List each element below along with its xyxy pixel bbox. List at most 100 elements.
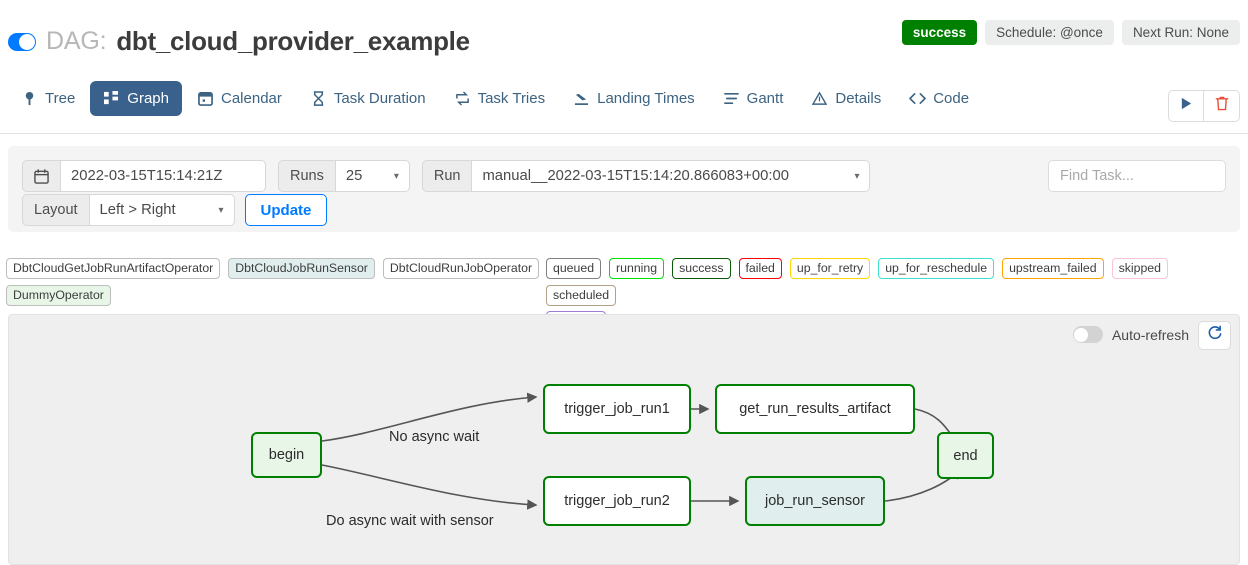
filter-bar: 2022-03-15T15:14:21Z Runs 25 ▾ Run manua… bbox=[8, 146, 1240, 232]
tab-label: Graph bbox=[127, 90, 169, 107]
legend-status-upstream-failed[interactable]: upstream_failed bbox=[1002, 258, 1104, 280]
legend-status-up-for-retry[interactable]: up_for_retry bbox=[789, 258, 871, 280]
hourglass-icon bbox=[310, 90, 327, 107]
status-badge: success bbox=[901, 20, 978, 45]
legend: DbtCloudGetJobRunArtifactOperator DbtClo… bbox=[0, 256, 1248, 333]
legend-status-up-for-reschedule[interactable]: up_for_reschedule bbox=[878, 258, 995, 280]
layout-select[interactable]: Left > Right ▾ bbox=[89, 194, 235, 226]
filter-row-primary: 2022-03-15T15:14:21Z Runs 25 ▾ Run manua… bbox=[22, 160, 871, 192]
tab-label: Gantt bbox=[746, 90, 784, 107]
tab-label: Task Duration bbox=[333, 90, 426, 107]
tab-task-tries[interactable]: Task Tries bbox=[441, 81, 559, 116]
calendar-icon bbox=[197, 90, 214, 107]
legend-status-success[interactable]: success bbox=[672, 258, 731, 280]
calendar-icon[interactable] bbox=[22, 160, 61, 192]
page-title: DAG: dbt_cloud_provider_example bbox=[8, 26, 470, 57]
tab-label: Details bbox=[835, 90, 882, 107]
refresh-icon bbox=[1207, 325, 1223, 346]
legend-operator-chip[interactable]: DbtCloudRunJobOperator bbox=[382, 258, 540, 280]
legend-status-scheduled[interactable]: scheduled bbox=[546, 285, 617, 307]
layout-group: Layout Left > Right ▾ bbox=[22, 194, 235, 226]
view-tabbar: Tree Graph Calendar Task Duration bbox=[0, 76, 1248, 134]
search-input[interactable]: Find Task... bbox=[1048, 160, 1226, 192]
chevron-down-icon: ▾ bbox=[393, 170, 399, 182]
edge-label-do-async-wait-with-sensor: Do async wait with sensor bbox=[326, 513, 494, 529]
graph-node-trigger-job-run1[interactable]: trigger_job_run1 bbox=[543, 384, 691, 434]
node-label: trigger_job_run1 bbox=[564, 401, 670, 417]
auto-refresh-label: Auto-refresh bbox=[1111, 326, 1189, 343]
base-date-group: 2022-03-15T15:14:21Z bbox=[22, 160, 266, 192]
tab-label: Landing Times bbox=[597, 90, 695, 107]
tab-calendar[interactable]: Calendar bbox=[184, 81, 295, 116]
edge-label-no-async-wait: No async wait bbox=[389, 429, 480, 445]
schedule-badge: Schedule: @once bbox=[985, 20, 1114, 45]
base-date-input[interactable]: 2022-03-15T15:14:21Z bbox=[61, 160, 266, 192]
graph-canvas[interactable]: Auto-refresh bbox=[8, 314, 1240, 565]
tab-landing-times[interactable]: Landing Times bbox=[560, 81, 708, 116]
next-run-badge: Next Run: None bbox=[1121, 20, 1240, 45]
graph-node-job-run-sensor[interactable]: job_run_sensor bbox=[745, 476, 885, 526]
delete-dag-button[interactable] bbox=[1204, 90, 1240, 122]
run-label: Run bbox=[421, 160, 473, 192]
graph-node-end[interactable]: end bbox=[937, 432, 994, 479]
landing-icon bbox=[573, 90, 590, 107]
node-label: end bbox=[953, 447, 978, 464]
legend-status-running[interactable]: running bbox=[609, 258, 665, 280]
layout-label: Layout bbox=[22, 194, 90, 226]
graph-node-get-run-results-artifact[interactable]: get_run_results_artifact bbox=[715, 384, 915, 434]
dag-name: dbt_cloud_provider_example bbox=[116, 26, 470, 56]
tab-label: Task Tries bbox=[477, 90, 546, 107]
legend-operator-chip[interactable]: DummyOperator bbox=[6, 285, 111, 307]
code-icon bbox=[909, 90, 927, 107]
graph-edges bbox=[321, 392, 962, 510]
node-label: job_run_sensor bbox=[765, 493, 865, 509]
tab-details[interactable]: Details bbox=[798, 81, 894, 116]
tab-graph[interactable]: Graph bbox=[90, 81, 182, 116]
tab-label: Code bbox=[933, 90, 970, 107]
trigger-dag-button[interactable] bbox=[1168, 90, 1204, 122]
legend-operator-chip[interactable]: DbtCloudJobRunSensor bbox=[228, 258, 375, 280]
auto-refresh-control: Auto-refresh bbox=[1072, 326, 1189, 343]
refresh-button[interactable] bbox=[1198, 321, 1231, 350]
trash-icon bbox=[1215, 96, 1229, 116]
filter-row-layout: Layout Left > Right ▾ Update bbox=[22, 194, 328, 226]
chevron-down-icon: ▾ bbox=[854, 170, 860, 182]
legend-status-failed[interactable]: failed bbox=[738, 258, 782, 280]
runs-group: Runs 25 ▾ bbox=[278, 160, 410, 192]
tab-label: Tree bbox=[45, 90, 76, 107]
tab-task-duration[interactable]: Task Duration bbox=[297, 81, 439, 116]
tree-icon bbox=[21, 90, 38, 107]
run-select[interactable]: manual__2022-03-15T15:14:20.866083+00:00… bbox=[472, 160, 871, 192]
runs-value: 25 bbox=[345, 168, 363, 184]
graph-icon bbox=[103, 90, 120, 107]
play-icon bbox=[1180, 97, 1193, 115]
tab-code[interactable]: Code bbox=[896, 81, 982, 116]
node-label: begin bbox=[268, 447, 305, 463]
tab-gantt[interactable]: Gantt bbox=[710, 81, 797, 116]
legend-status-skipped[interactable]: skipped bbox=[1111, 258, 1168, 280]
runs-label: Runs bbox=[278, 160, 336, 192]
dag-pause-toggle[interactable] bbox=[8, 32, 36, 51]
update-button[interactable]: Update bbox=[244, 194, 328, 226]
dag-action-buttons bbox=[1168, 90, 1240, 122]
dag-prefix-label: DAG: bbox=[46, 27, 107, 55]
graph-node-begin[interactable]: begin bbox=[251, 432, 322, 478]
chevron-down-icon: ▾ bbox=[218, 204, 224, 216]
tab-label: Calendar bbox=[221, 90, 282, 107]
legend-operator-chip[interactable]: DbtCloudGetJobRunArtifactOperator bbox=[6, 258, 221, 280]
auto-refresh-toggle[interactable] bbox=[1072, 326, 1103, 343]
view-tabs: Tree Graph Calendar Task Duration bbox=[8, 81, 982, 116]
layout-value: Left > Right bbox=[99, 202, 176, 218]
graph-node-trigger-job-run2[interactable]: trigger_job_run2 bbox=[543, 476, 691, 526]
tab-tree[interactable]: Tree bbox=[8, 81, 88, 116]
node-label: get_run_results_artifact bbox=[739, 401, 891, 417]
warning-triangle-icon bbox=[811, 90, 828, 107]
header-badges: success Schedule: @once Next Run: None bbox=[901, 20, 1240, 45]
run-value: manual__2022-03-15T15:14:20.866083+00:00 bbox=[482, 168, 789, 184]
page-header: DAG: dbt_cloud_provider_example success … bbox=[0, 0, 1248, 68]
legend-status-queued[interactable]: queued bbox=[546, 258, 602, 280]
runs-select[interactable]: 25 ▾ bbox=[335, 160, 410, 192]
node-label: trigger_job_run2 bbox=[564, 493, 670, 509]
retry-icon bbox=[454, 90, 471, 107]
